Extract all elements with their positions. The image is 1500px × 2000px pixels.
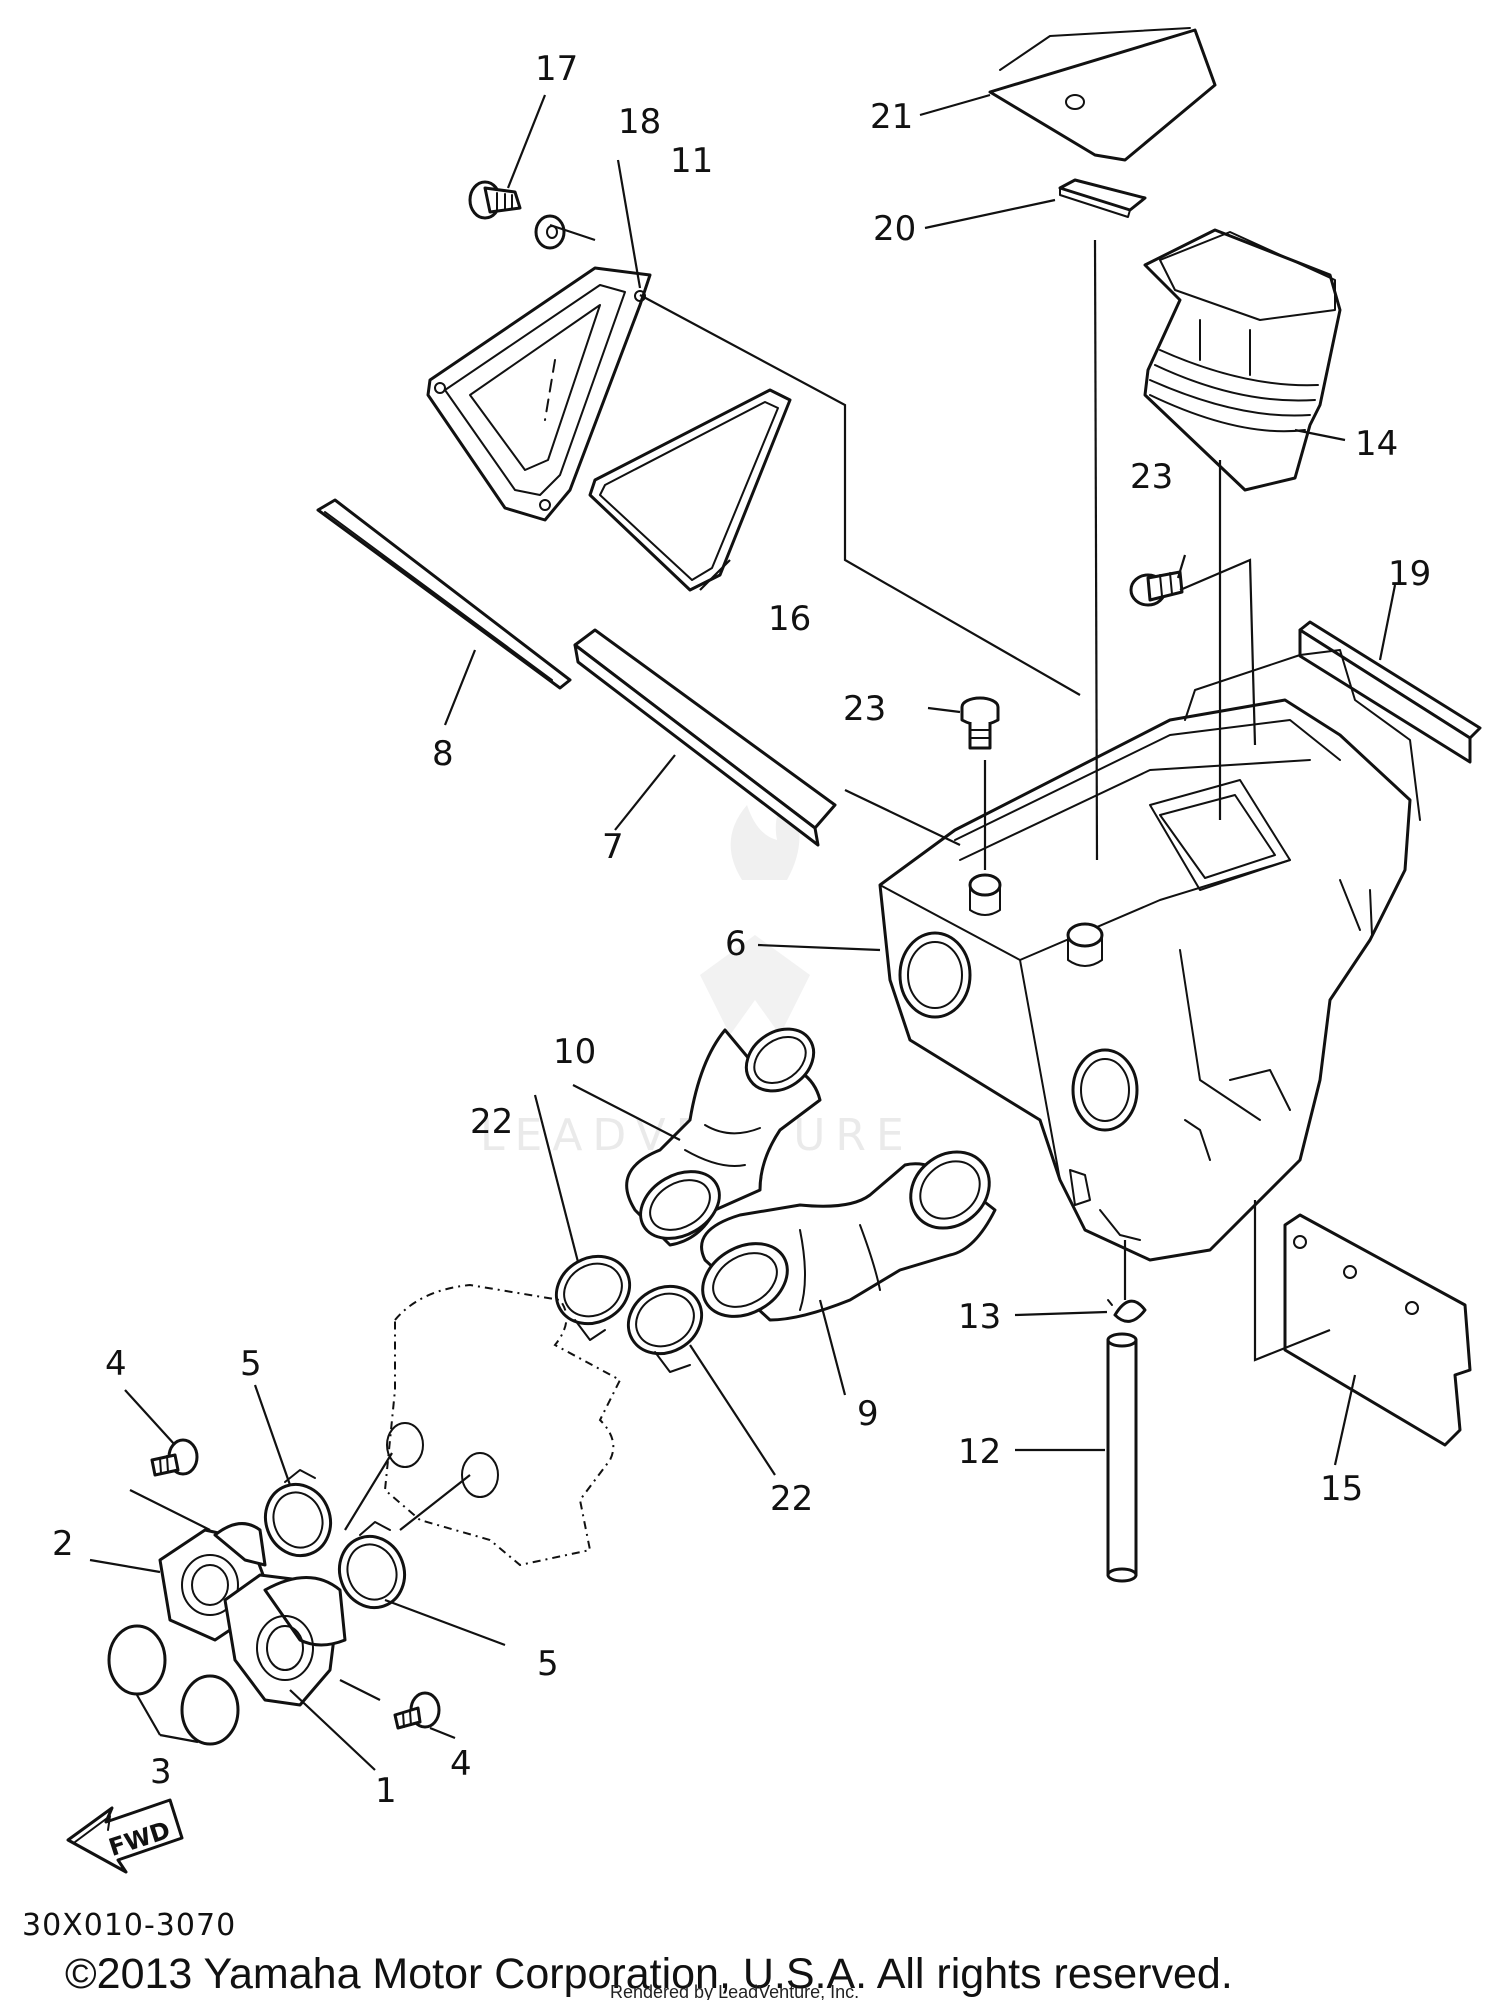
rendered-by-notice: Rendered by LeadVenture, Inc.: [610, 1982, 859, 2000]
part-8-filter-screen[interactable]: [316, 498, 572, 690]
callout-15: 15: [1320, 1469, 1363, 1509]
part-5-clamp-lower[interactable]: [330, 1521, 415, 1617]
callout-17: 17: [535, 49, 578, 89]
callout-7: 7: [602, 827, 624, 867]
callout-11: 11: [670, 141, 713, 181]
part-23-bolt-lower[interactable]: [960, 696, 1000, 750]
part-22-clamp-a[interactable]: [544, 1243, 642, 1341]
callout-9: 9: [857, 1394, 879, 1434]
callout-2: 2: [52, 1524, 74, 1564]
callout-19: 19: [1388, 554, 1431, 594]
copyright-notice: ©2013 Yamaha Motor Corporation, U.S.A. A…: [65, 1950, 1233, 1998]
part-3-o-rings[interactable]: [107, 1624, 240, 1746]
callout-21: 21: [870, 97, 913, 137]
callout-12: 12: [958, 1432, 1001, 1472]
callout-labels: 21 20 14 23 19 23 17 18 11 16 8 7 6 10 2…: [52, 49, 1431, 1811]
part-23-bolt-upper[interactable]: [1129, 570, 1184, 607]
callout-22-lower: 22: [770, 1479, 813, 1519]
part-11-filter-case-cover[interactable]: [426, 266, 652, 522]
part-16-gasket[interactable]: [588, 388, 792, 592]
callout-13: 13: [958, 1297, 1001, 1337]
callout-3: 3: [150, 1752, 172, 1792]
part-4-screw-lower[interactable]: [393, 1691, 441, 1730]
callout-4-upper: 4: [105, 1344, 127, 1384]
part-6-air-filter-case[interactable]: [878, 649, 1421, 1262]
part-4-screw-upper[interactable]: [150, 1438, 199, 1477]
callout-5-upper: 5: [240, 1344, 262, 1384]
part-17-screw[interactable]: [468, 180, 522, 220]
part-20-pad[interactable]: [1058, 178, 1147, 218]
part-21-cover-plate[interactable]: [988, 27, 1217, 162]
assembly-leader-lines: [89, 93, 1397, 1771]
callout-22-upper: 22: [470, 1102, 513, 1142]
callout-20: 20: [873, 209, 916, 249]
callout-5-lower: 5: [537, 1644, 559, 1684]
part-7-filter-element[interactable]: [573, 628, 837, 847]
part-14-intake-duct[interactable]: [1143, 228, 1342, 492]
callout-1: 1: [375, 1771, 397, 1811]
callout-4-lower: 4: [450, 1744, 472, 1784]
callout-16: 16: [768, 599, 811, 639]
fwd-arrow-badge: FWD: [66, 1798, 184, 1874]
callout-8: 8: [432, 734, 454, 774]
callout-23-lower: 23: [843, 689, 886, 729]
callout-10: 10: [553, 1032, 596, 1072]
part-5-clamp-upper[interactable]: [256, 1469, 341, 1565]
drawing-number: 30X010-3070: [22, 1908, 236, 1943]
callout-6: 6: [725, 924, 747, 964]
part-10-joint[interactable]: [625, 1016, 826, 1252]
part-22-clamp-b[interactable]: [616, 1273, 714, 1373]
callout-18: 18: [618, 102, 661, 142]
part-9-joint[interactable]: [690, 1136, 1005, 1331]
callout-23-upper: 23: [1130, 457, 1173, 497]
part-15-plate[interactable]: [1283, 1213, 1472, 1447]
part-12-drain-hose[interactable]: [1106, 1332, 1138, 1583]
callout-14: 14: [1355, 424, 1398, 464]
carburetor-phantom-outline: [383, 1283, 622, 1567]
part-1-carburetor-joint[interactable]: [223, 1573, 347, 1707]
part-18-washer[interactable]: [534, 214, 566, 250]
part-13-clip[interactable]: [1107, 1299, 1147, 1323]
part-19-foam-strip[interactable]: [1298, 620, 1482, 764]
